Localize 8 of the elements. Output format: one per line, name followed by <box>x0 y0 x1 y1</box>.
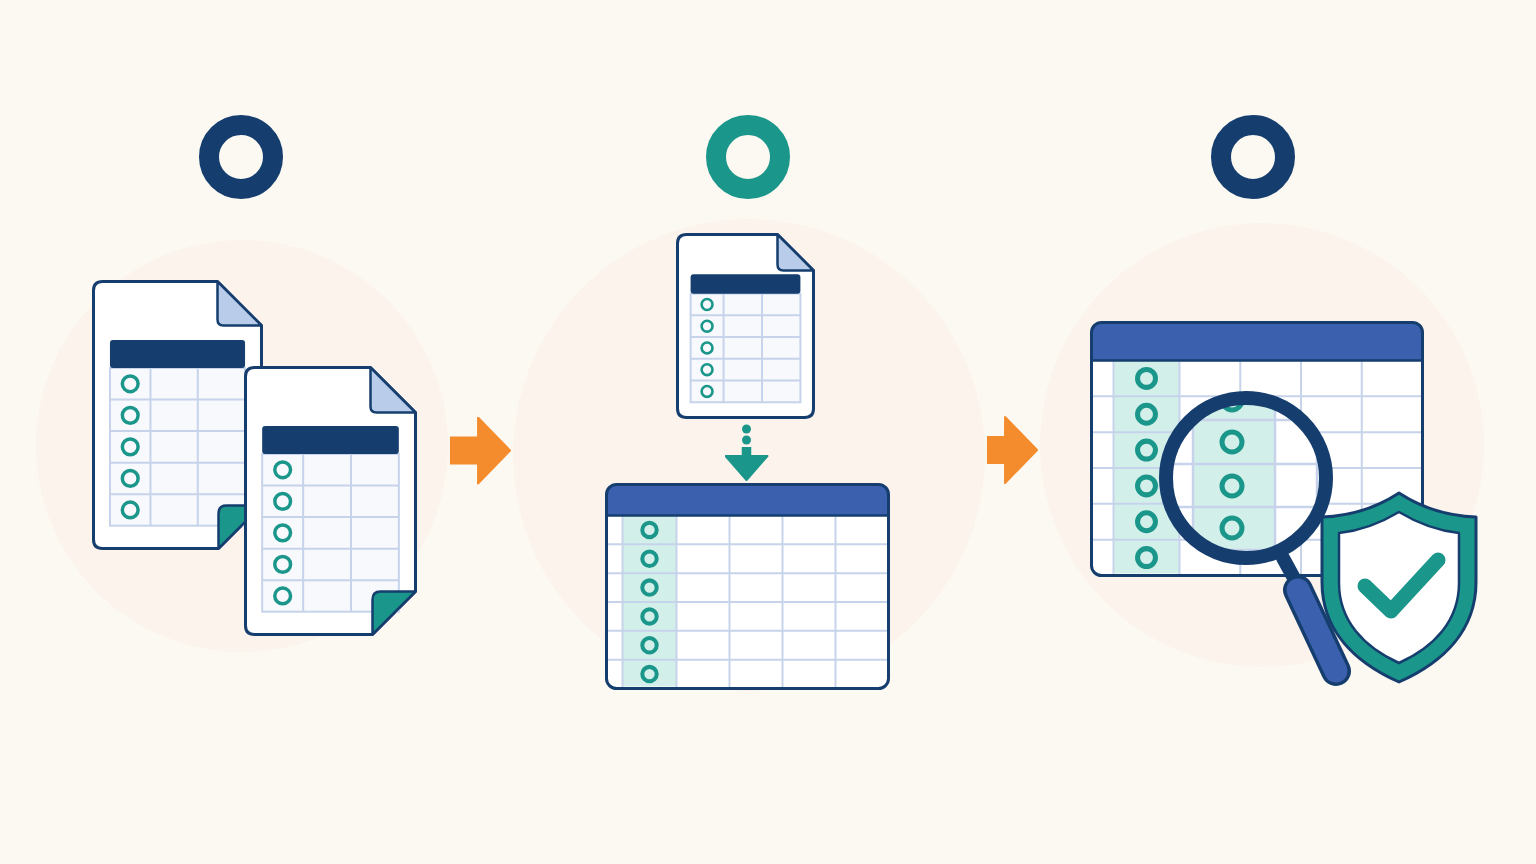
step-ring <box>1211 115 1295 199</box>
step-ring <box>199 115 283 199</box>
arrow <box>449 416 512 485</box>
arrow <box>986 416 1039 484</box>
step-ring <box>706 115 790 199</box>
spreadsheet-document <box>676 233 815 419</box>
dotted-arrow <box>724 421 769 481</box>
spreadsheet-table <box>605 483 890 690</box>
